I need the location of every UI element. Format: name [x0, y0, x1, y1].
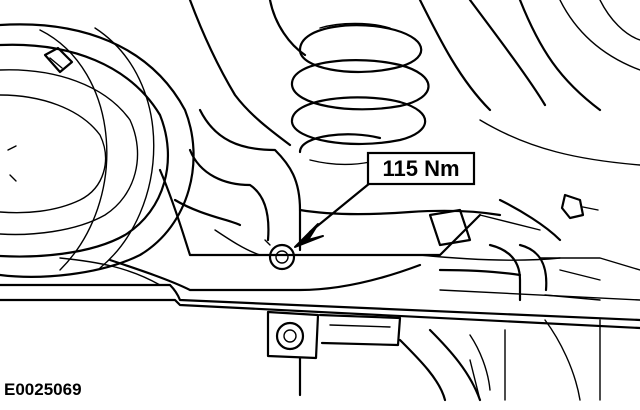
- figure-id: E0025069: [4, 380, 82, 399]
- torque-bolt: [264, 239, 296, 271]
- wheel-stud: [43, 46, 74, 74]
- side-bolt: [560, 193, 599, 220]
- torque-arrow: [294, 181, 372, 248]
- disc-rivets: [7, 145, 17, 182]
- torque-callout: 115 Nm: [366, 151, 476, 186]
- brake-disc: [0, 23, 195, 286]
- strut-housing: [188, 0, 640, 166]
- coil-spring: [290, 22, 430, 166]
- subframe-rail: [0, 257, 640, 330]
- torque-value-label: 115 Nm: [382, 156, 459, 181]
- lower-bracket: [266, 310, 601, 402]
- lower-arm: [108, 108, 562, 302]
